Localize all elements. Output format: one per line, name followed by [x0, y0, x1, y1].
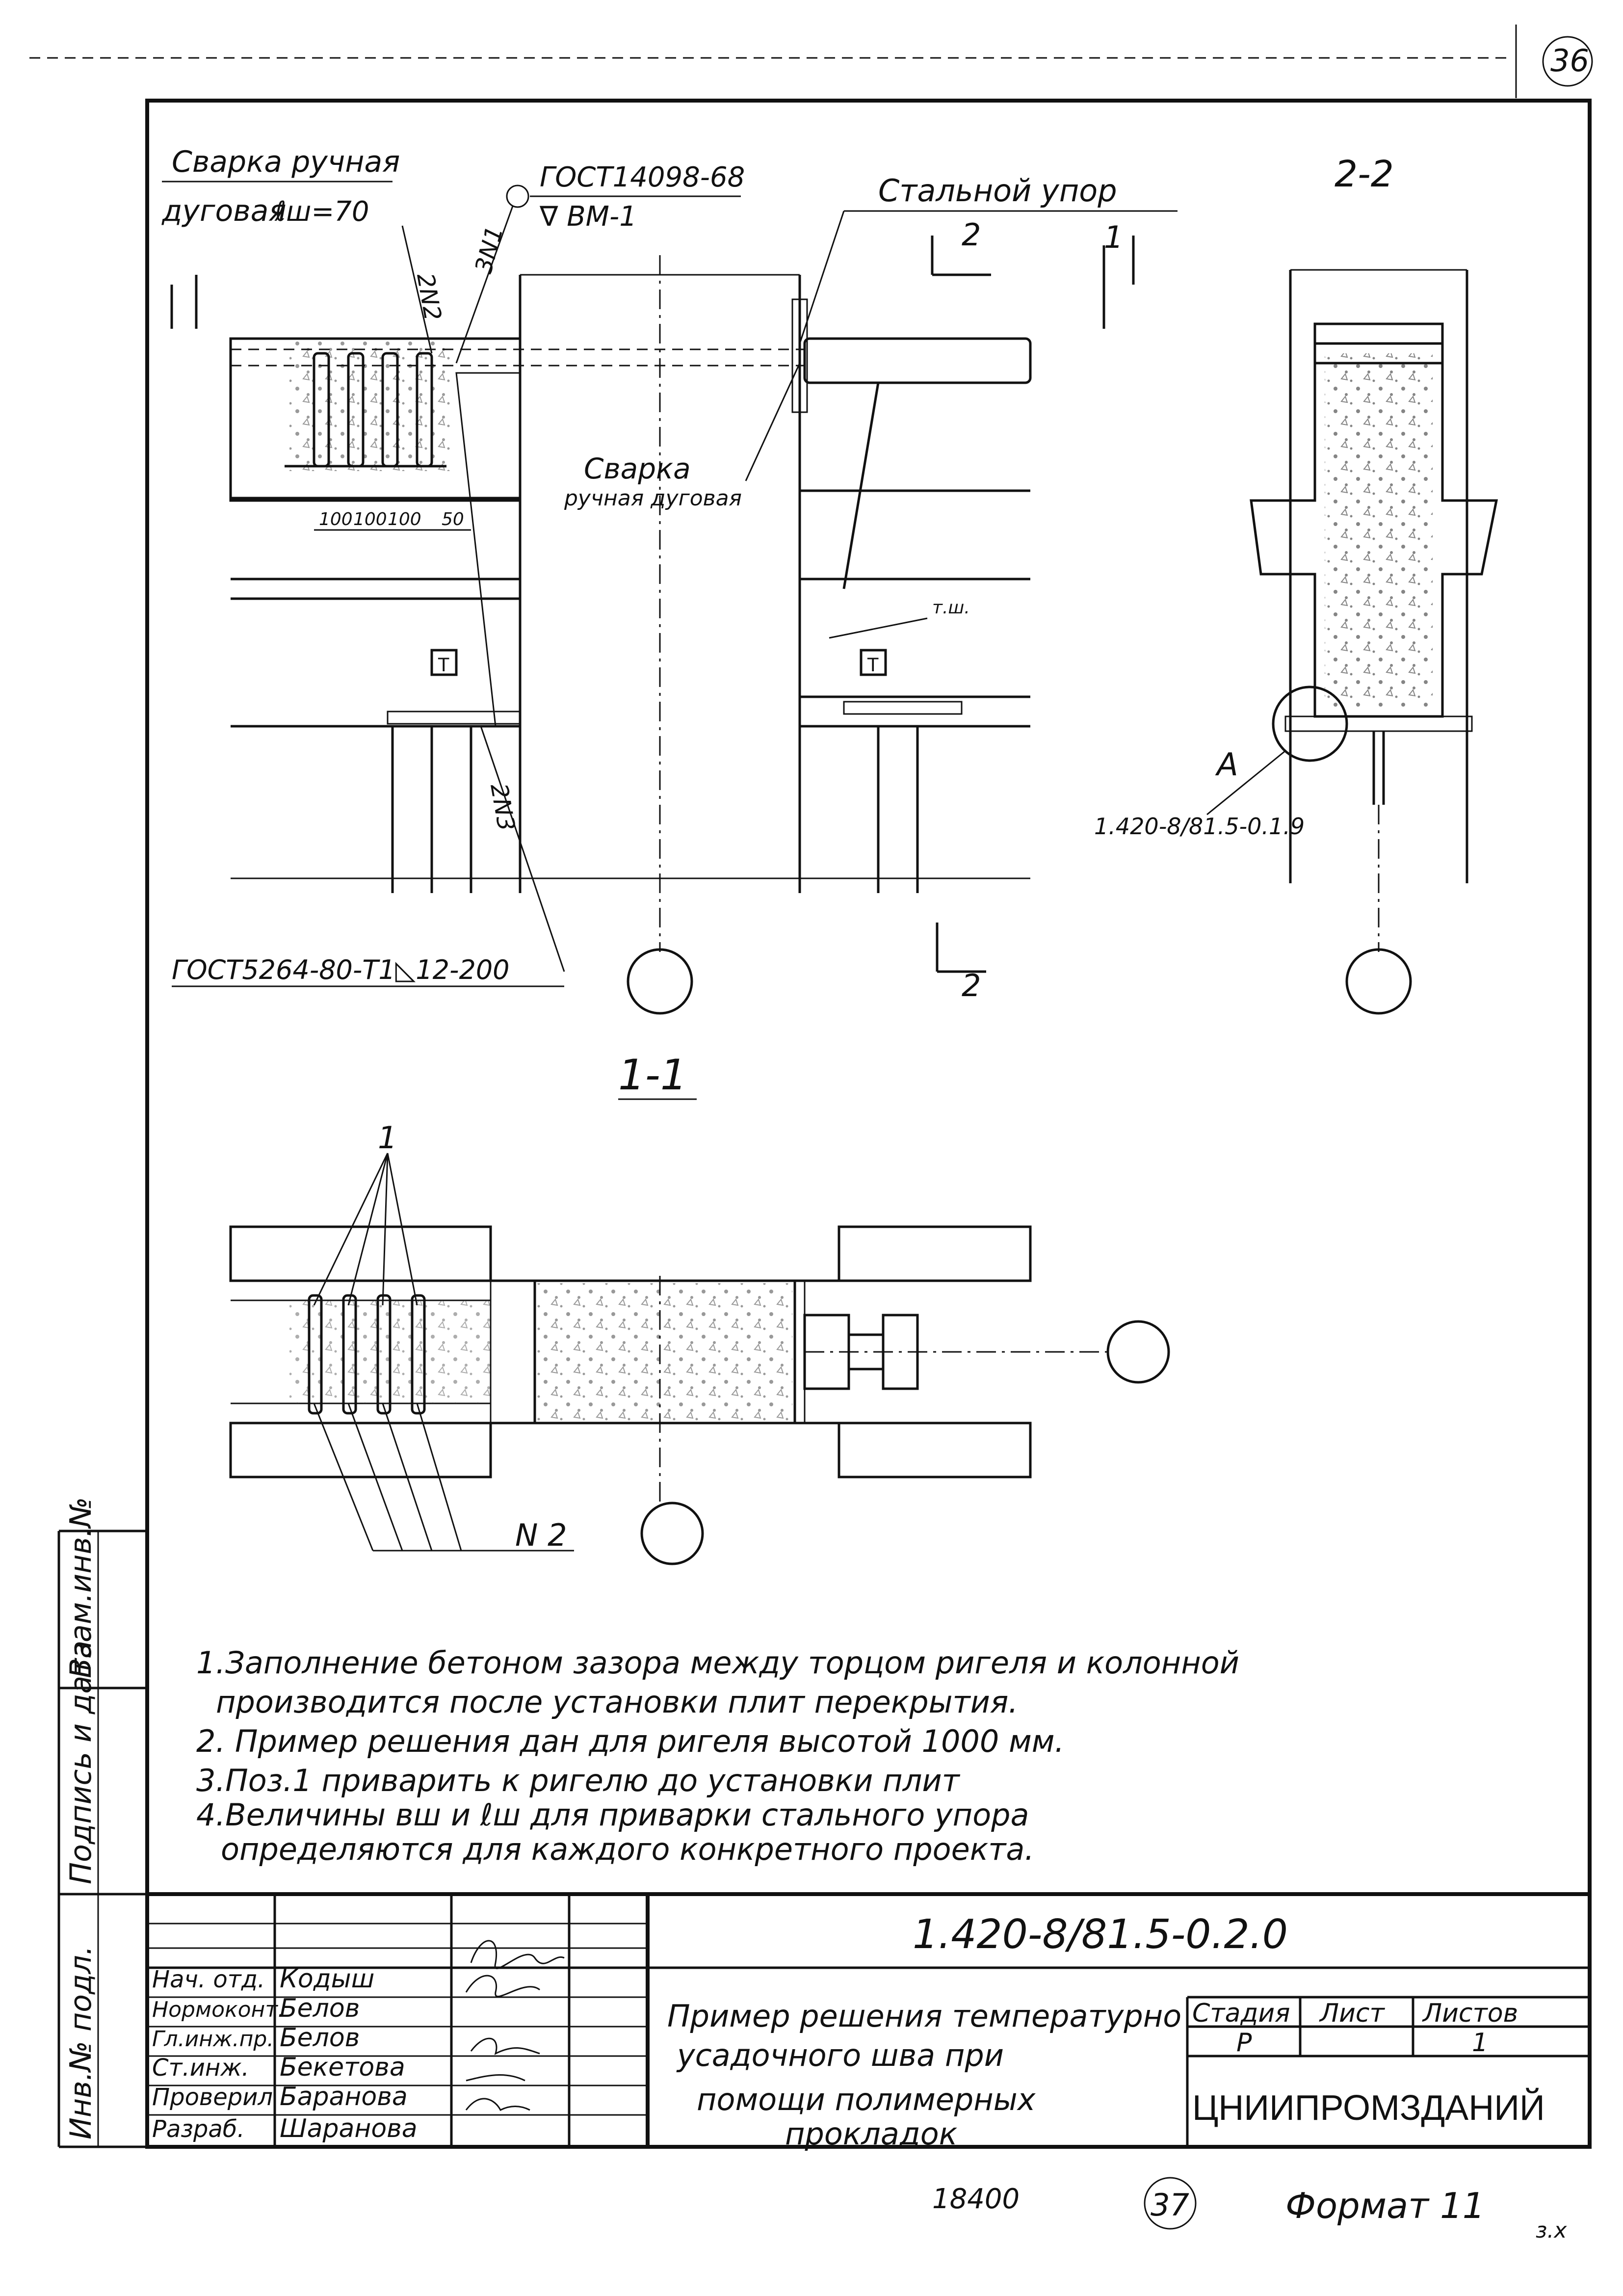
- label-weld-length: ℓш=70: [274, 196, 369, 228]
- node-a-reference: 1.420-8/81.5-0.1.9: [1094, 813, 1305, 840]
- sheets-value: 1: [1472, 2028, 1488, 2058]
- footer-code: 18400: [932, 2183, 1020, 2215]
- note-1a: 1.Заполнение бетоном зазора между торцом…: [196, 1645, 1239, 1681]
- signature-2: [465, 1975, 540, 1998]
- dim-100-b: 100: [353, 509, 387, 529]
- page-number-bottom: 37: [1151, 2187, 1189, 2223]
- label-weld-2: Сварка: [584, 452, 691, 485]
- label-weld-arc: дуговая: [161, 194, 286, 228]
- staff-role-3: Ст.инж.: [152, 2054, 249, 2082]
- note-3: 3.Поз.1 приварить к ригелю до установки …: [196, 1763, 961, 1798]
- staff-name-5: Шаранова: [280, 2114, 418, 2143]
- t-mark-right: T: [867, 654, 879, 676]
- label-gost-5264: ГОСТ5264-80-Т1◺12-200: [172, 954, 510, 985]
- staff-role-2: Гл.инж.пр.: [152, 2027, 274, 2052]
- section-2-2-title: 2-2: [1335, 153, 1394, 195]
- label-weld-2b: ручная дуговая: [564, 486, 742, 511]
- dim-50: 50: [442, 509, 464, 529]
- dim-100-a: 100: [319, 509, 353, 529]
- axis-bubble-3: [1106, 1320, 1170, 1384]
- label-steel-stop: Стальной упор: [878, 173, 1117, 209]
- signature-1: [470, 1940, 565, 1969]
- signature-4: [466, 2074, 525, 2082]
- node-a-label: A: [1215, 747, 1238, 783]
- axis-bubble-2: [1345, 948, 1412, 1015]
- staff-name-4: Баранова: [280, 2082, 408, 2111]
- staff-name-1: Белов: [280, 1994, 360, 2023]
- axis-bubble-4: [640, 1502, 704, 1565]
- section-2-2-view: [1206, 269, 1498, 1015]
- signature-5: [465, 2098, 530, 2111]
- title-line-1: Пример решения температурно: [667, 1998, 1181, 2034]
- label-vm1: ∇ ВМ-1: [539, 201, 637, 233]
- title-line-2: усадочного шва при: [676, 2037, 1004, 2073]
- stamp-original-inv: Инв.№ подл.: [64, 1946, 98, 2139]
- section-1-1-title: 1-1: [618, 1051, 687, 1100]
- label-gost-14098: ГОСТ14098-68: [540, 161, 745, 193]
- format-suffix: з.х: [1536, 2218, 1567, 2243]
- t-mark-left: T: [438, 654, 449, 676]
- stamp-signature-date: Подпись и дата: [64, 1640, 98, 1884]
- staff-role-0: Нач. отд.: [152, 1966, 265, 1993]
- label-weld-manual: Сварка ручная: [172, 145, 400, 179]
- label-n2: N 2: [515, 1517, 567, 1553]
- title-line-4: прокладок: [785, 2116, 958, 2152]
- stage-header: Стадия: [1192, 1999, 1290, 2028]
- page-number-bottom-circle: [1144, 2177, 1197, 2230]
- note-4a: 4.Величины вш и ℓш для приварки стальног…: [196, 1797, 1029, 1833]
- staff-role-5: Разраб.: [152, 2115, 245, 2143]
- staff-name-3: Бекетова: [280, 2053, 405, 2082]
- label-3n1: 3N1: [470, 223, 508, 276]
- sheet-header: Лист: [1319, 1999, 1385, 2028]
- sheet-frame: [145, 99, 1592, 2149]
- elevation-view: [170, 206, 1135, 1015]
- svg-text:36: 36: [1550, 43, 1589, 79]
- plan-view-1-1: [229, 1153, 1170, 1565]
- label-2n2: 2N2: [411, 271, 446, 322]
- axis-bubble-1: [627, 948, 693, 1015]
- organization-name: ЦНИИПРОМЗДАНИЙ: [1192, 2087, 1545, 2128]
- staff-name-2: Белов: [280, 2023, 360, 2053]
- format-label: Формат 11: [1285, 2185, 1485, 2226]
- stamp-replaced-inv: Взам.инв.№: [64, 1497, 98, 1678]
- node-a-circle: [1272, 686, 1348, 762]
- title-line-3: помощи полимерных: [697, 2082, 1036, 2117]
- note-4b: определяются для каждого конкретного про…: [221, 1831, 1034, 1867]
- label-pos-1: 1: [378, 1120, 397, 1156]
- section-1-mark-right: 1: [1104, 219, 1123, 255]
- document-code: 1.420-8/81.5-0.2.0: [913, 1911, 1288, 1958]
- dim-100-c: 100: [388, 509, 421, 529]
- note-1b: производится после установки плит перекр…: [216, 1684, 1018, 1720]
- label-2n3: 2N3: [485, 781, 520, 833]
- section-2-mark-top: 2: [962, 217, 981, 253]
- section-2-mark-bottom: 2: [962, 968, 981, 1003]
- note-2: 2. Пример решения дан для ригеля высотой…: [196, 1723, 1064, 1759]
- title-block: [147, 1892, 1590, 2147]
- sheets-header: Листов: [1422, 1999, 1518, 2028]
- notes-block: 1.Заполнение бетоном зазора между торцом…: [196, 1645, 1239, 1867]
- stage-value: Р: [1236, 2028, 1252, 2058]
- staff-name-0: Кодыш: [280, 1964, 374, 1994]
- staff-role-4: Проверил: [152, 2084, 273, 2111]
- label-tsh: т.ш.: [932, 598, 970, 618]
- signature-3: [470, 2037, 540, 2055]
- staff-role-1: Нормоконт.: [152, 1997, 285, 2022]
- page-number-top: 36: [1542, 36, 1593, 87]
